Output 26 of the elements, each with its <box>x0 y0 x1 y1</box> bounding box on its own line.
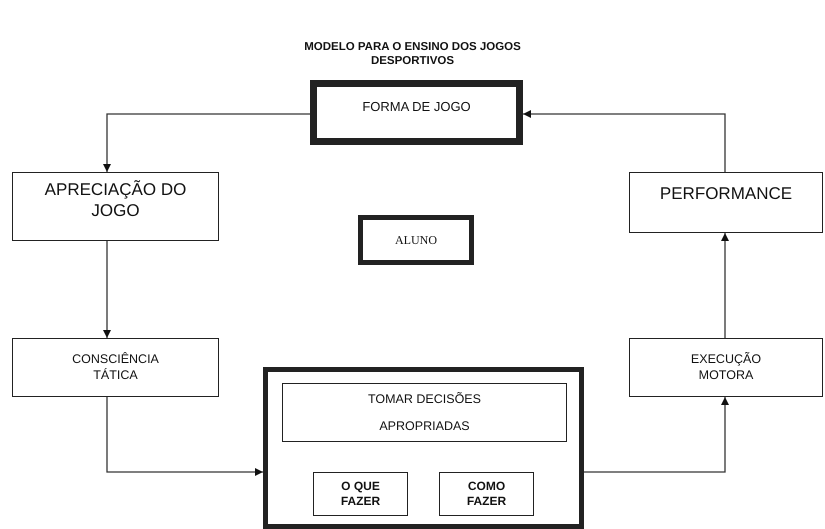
box-label: CONSCIÊNCIA TÁTICA <box>71 352 160 384</box>
arrow <box>721 233 729 338</box>
diagram-title: MODELO PARA O ENSINO DOS JOGOS DESPORTIVOS <box>303 40 522 69</box>
box-label: TOMAR DECISÕES APROPRIADAS <box>367 391 482 434</box>
box-frame <box>263 367 584 529</box>
process-box <box>629 338 823 397</box>
arrow <box>106 397 263 476</box>
process-box <box>629 172 823 233</box>
inner-box <box>439 472 534 516</box>
box-label: EXECUÇÃO MOTORA <box>690 352 762 384</box>
arrow <box>103 241 111 338</box>
process-box <box>12 338 219 397</box>
box-label: FORMA DE JOGO <box>362 99 471 116</box>
inner-box <box>282 383 567 442</box>
process-box <box>358 215 474 265</box>
box-label: ALUNO <box>395 232 437 248</box>
box-label: O QUE FAZER <box>340 479 382 509</box>
process-box <box>310 80 523 145</box>
arrow <box>523 110 726 172</box>
box-label: PERFORMANCE <box>660 183 792 204</box>
process-box <box>12 172 219 241</box>
box-label: APRECIAÇÃO DO JOGO <box>44 179 188 222</box>
arrow <box>103 113 310 172</box>
box-label: COMO FAZER <box>466 479 508 509</box>
inner-box <box>313 472 408 516</box>
arrow <box>584 397 729 473</box>
